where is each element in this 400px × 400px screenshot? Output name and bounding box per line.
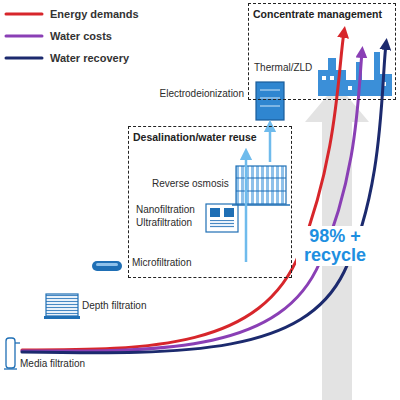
thermal-plant-icon — [318, 52, 392, 96]
legend-text: Water recovery — [50, 52, 129, 64]
stage-label: Nanofiltration — [136, 204, 195, 216]
thermal-plant-icon-part — [348, 86, 352, 90]
media-filter-icon-part — [6, 338, 15, 368]
nanofiltration-icon-part — [210, 220, 234, 228]
edi-icon-part — [256, 82, 284, 120]
trend-curves-part — [22, 52, 362, 351]
legend-item: Water recovery — [4, 47, 139, 69]
legend-item: Energy demands — [4, 3, 139, 25]
region-heading: Desalination/water reuse — [129, 128, 261, 146]
dashed-region: Concentrate management — [248, 3, 396, 100]
flow-arrows-part — [245, 154, 248, 262]
reverse-osmosis-icon-part — [236, 166, 286, 204]
depth-filter-icon-part — [44, 316, 80, 319]
legend-item: Water costs — [4, 25, 139, 47]
nanofiltration-icon-part — [210, 208, 220, 217]
depth-filter-icon-part — [46, 294, 78, 316]
recycle-callout: 98% + recycle — [296, 226, 374, 266]
media-filter-icon-part — [15, 342, 20, 343]
stage-label: Electrodeionization — [160, 88, 245, 100]
region-heading: Concentrate management — [249, 5, 386, 23]
edi-icon-part — [260, 106, 280, 107]
edi-icon-part — [260, 90, 280, 91]
legend-sample — [6, 13, 42, 16]
flow-arrows-part — [269, 126, 272, 162]
dashed-region: Desalination/water reuse — [128, 126, 292, 278]
media-filter-icon-part — [4, 368, 17, 369]
legend: Energy demandsWater costsWater recovery — [4, 3, 139, 69]
stage-label: Ultrafiltration — [136, 217, 192, 229]
legend-sample — [6, 57, 42, 60]
stage-label: Thermal/ZLD — [254, 62, 312, 74]
reverse-osmosis-icon-part — [236, 190, 286, 191]
microfiltration-icon-part — [92, 261, 122, 271]
stage-label: Depth filtration — [82, 300, 146, 312]
legend-line — [4, 10, 44, 18]
reverse-osmosis-icon-part — [232, 204, 290, 206]
edi-icon — [256, 82, 284, 120]
nanofiltration-icon-part — [224, 208, 234, 217]
thermal-plant-icon-part — [330, 76, 334, 80]
thermal-plant-icon-part — [318, 52, 392, 96]
trend-curves-part — [22, 44, 386, 353]
microfiltration-icon — [92, 261, 122, 271]
edi-icon-part — [260, 98, 280, 99]
stage-label: Reverse osmosis — [152, 178, 229, 190]
stage-label: Media filtration — [20, 358, 85, 370]
legend-line — [4, 54, 44, 62]
reverse-osmosis-icon — [232, 166, 290, 205]
depth-filter-icon — [44, 294, 80, 319]
microfiltration-icon-part — [96, 263, 118, 266]
thermal-plant-icon-part — [322, 76, 326, 80]
trend-curves-part — [22, 32, 344, 350]
legend-sample — [6, 35, 42, 38]
flow-arrows — [246, 126, 270, 262]
legend-line — [4, 32, 44, 40]
nanofiltration-icon-part — [206, 204, 238, 232]
media-filter-icon — [4, 338, 20, 369]
legend-text: Energy demands — [50, 8, 139, 20]
trend-curves — [22, 32, 386, 353]
reverse-osmosis-icon-part — [236, 177, 286, 178]
stage-label: Microfiltration — [132, 257, 191, 269]
nanofiltration-icon — [206, 204, 238, 232]
legend-text: Water costs — [50, 30, 112, 42]
